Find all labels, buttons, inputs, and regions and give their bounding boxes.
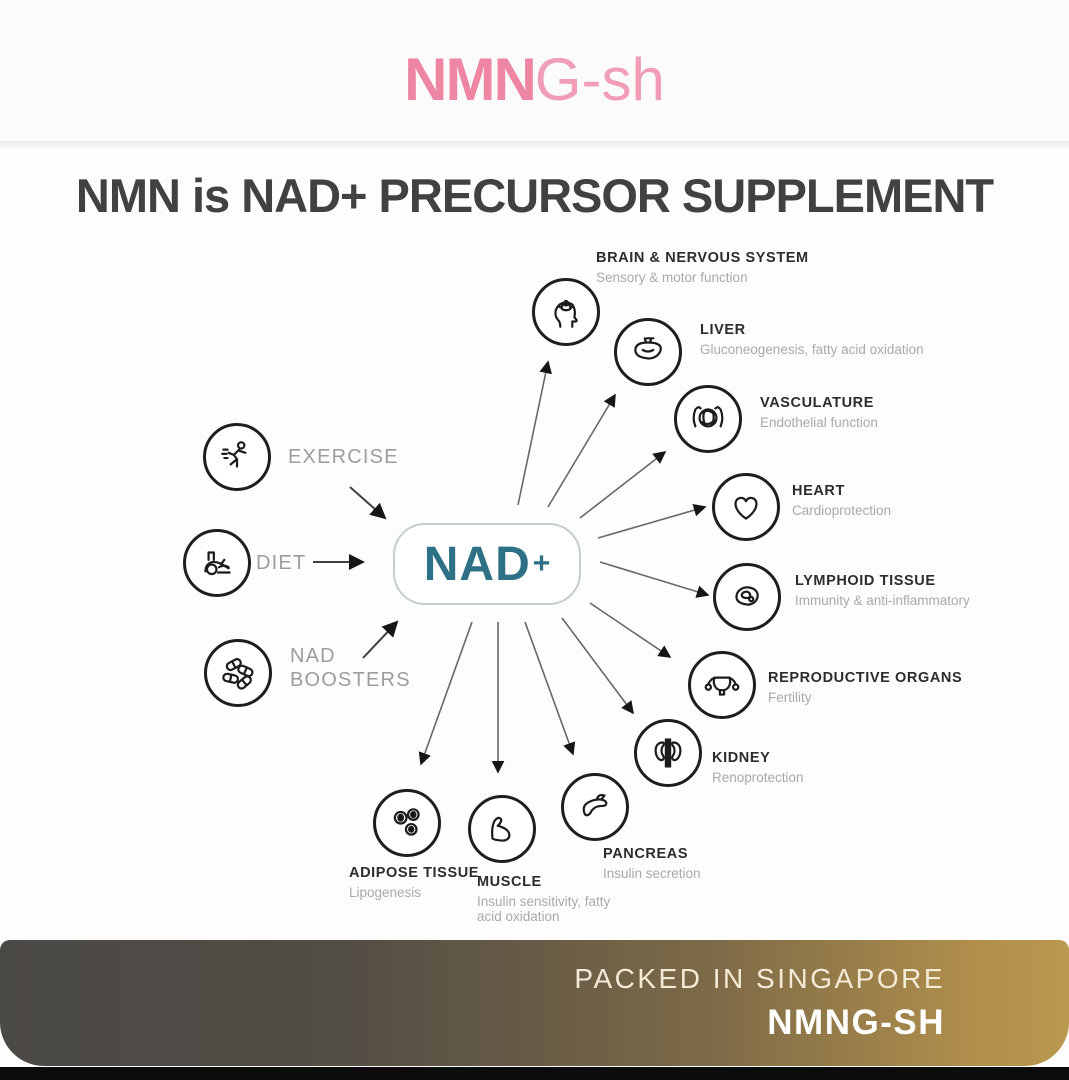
vasculature-node bbox=[674, 385, 742, 453]
diet-icon bbox=[204, 551, 231, 576]
reproductive-sublabel: Fertility bbox=[768, 690, 812, 705]
lymphoid-label-group: LYMPHOID TISSUE Immunity & anti-inflamma… bbox=[795, 573, 970, 608]
liver-label-group: LIVER Gluconeogenesis, fatty acid oxidat… bbox=[700, 322, 924, 357]
heart-label: HEART bbox=[792, 483, 845, 499]
reproductive-label: REPRODUCTIVE ORGANS bbox=[768, 670, 963, 686]
liver-label: LIVER bbox=[700, 322, 746, 338]
page-title: NMN is NAD+ PRECURSOR SUPPLEMENT bbox=[75, 169, 994, 222]
brain-label-group: BRAIN & NERVOUS SYSTEM Sensory & motor f… bbox=[596, 250, 809, 285]
kidney-label: KIDNEY bbox=[712, 750, 771, 766]
adipose-icon bbox=[393, 808, 420, 836]
heart-sublabel: Cardioprotection bbox=[792, 503, 892, 518]
reproductive-label-group: REPRODUCTIVE ORGANS Fertility bbox=[768, 670, 962, 705]
brand-logo: NMNG-sh bbox=[0, 48, 1069, 112]
muscle-icon bbox=[491, 816, 511, 842]
heart-icon bbox=[734, 496, 758, 520]
arrow-lines bbox=[313, 360, 710, 774]
liver-icon bbox=[634, 337, 662, 360]
pills-icon bbox=[222, 658, 254, 690]
liver-sublabel: Gluconeogenesis, fatty acid oxidation bbox=[700, 342, 924, 357]
nad-boosters-node bbox=[204, 639, 272, 707]
diet-node bbox=[183, 529, 251, 597]
uterus-icon bbox=[704, 676, 740, 696]
lymphoid-label: LYMPHOID TISSUE bbox=[795, 573, 936, 589]
brain-icon bbox=[554, 299, 578, 328]
kidney-icon bbox=[654, 738, 682, 768]
diet-label: DIET bbox=[256, 552, 307, 574]
footer-banner: PACKED IN SINGAPORE NMNG-SH bbox=[0, 940, 1069, 1066]
runner-icon bbox=[221, 441, 247, 468]
footer-brand-text: NMNG-SH bbox=[767, 1003, 945, 1042]
nad-plus-sign: + bbox=[532, 547, 551, 580]
brain-node bbox=[532, 278, 600, 346]
brain-sublabel: Sensory & motor function bbox=[596, 270, 748, 285]
adipose-label: ADIPOSE TISSUE bbox=[349, 865, 480, 881]
lymphoid-node bbox=[713, 563, 781, 631]
nad-center-node: NAD+ bbox=[393, 523, 581, 605]
heart-node bbox=[712, 473, 780, 541]
vasculature-icon bbox=[692, 406, 724, 428]
vasculature-label-group: VASCULATURE Endothelial function bbox=[760, 395, 878, 430]
lymphoid-icon bbox=[735, 586, 759, 606]
pancreas-icon bbox=[582, 793, 608, 817]
adipose-node bbox=[373, 789, 441, 857]
pancreas-sublabel: Insulin secretion bbox=[603, 866, 701, 881]
muscle-label-group: MUSCLE Insulin sensitivity, fatty acid o… bbox=[477, 874, 637, 924]
nad-diagram: NAD+ EXERCISE DIET bbox=[0, 240, 1069, 940]
lymphoid-sublabel: Immunity & anti-inflammatory bbox=[795, 593, 970, 608]
logo-bold-text: NMN bbox=[404, 46, 537, 113]
nad-label: NAD bbox=[423, 537, 531, 591]
kidney-node bbox=[634, 719, 702, 787]
adipose-label-group: ADIPOSE TISSUE Lipogenesis bbox=[349, 865, 479, 900]
packed-in-singapore-text: PACKED IN SINGAPORE bbox=[574, 963, 945, 994]
bottom-black-strip bbox=[0, 1067, 1069, 1080]
liver-node bbox=[614, 318, 682, 386]
exercise-label: EXERCISE bbox=[288, 446, 399, 468]
pancreas-node bbox=[561, 773, 629, 841]
kidney-label-group: KIDNEY Renoprotection bbox=[712, 750, 804, 785]
exercise-node bbox=[203, 423, 271, 491]
header-divider bbox=[0, 141, 1069, 150]
logo-light-text: G-sh bbox=[534, 46, 665, 113]
pancreas-label: PANCREAS bbox=[603, 846, 689, 862]
nad-boosters-label: NAD BOOSTERS bbox=[290, 645, 411, 691]
pancreas-label-group: PANCREAS Insulin secretion bbox=[603, 846, 701, 881]
muscle-node bbox=[468, 795, 536, 863]
vasculature-label: VASCULATURE bbox=[760, 395, 875, 411]
adipose-sublabel: Lipogenesis bbox=[349, 885, 422, 900]
kidney-sublabel: Renoprotection bbox=[712, 770, 804, 785]
muscle-label: MUSCLE bbox=[477, 874, 542, 890]
brain-label: BRAIN & NERVOUS SYSTEM bbox=[596, 250, 809, 266]
header: NMNG-sh bbox=[0, 0, 1069, 141]
heart-label-group: HEART Cardioprotection bbox=[792, 483, 891, 518]
muscle-sublabel: Insulin sensitivity, fatty acid oxidatio… bbox=[477, 894, 611, 924]
vasculature-sublabel: Endothelial function bbox=[760, 415, 878, 430]
reproductive-node bbox=[688, 651, 756, 719]
